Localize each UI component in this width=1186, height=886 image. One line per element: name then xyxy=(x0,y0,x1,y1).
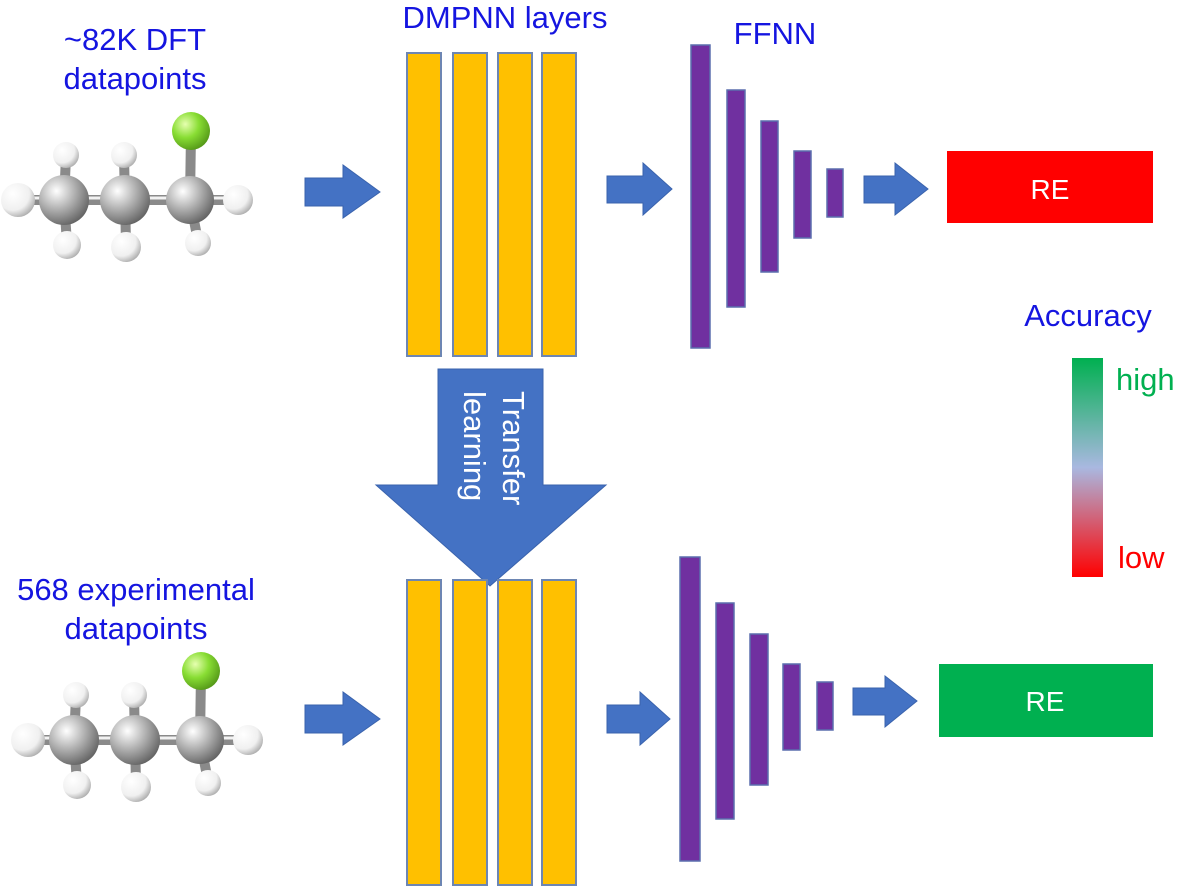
bottom-ffnn-layer-2 xyxy=(715,602,735,820)
bottom-output-box xyxy=(939,664,1153,737)
bottom-ffnn-layers xyxy=(679,556,834,862)
bottom-ffnn-layer-3 xyxy=(749,633,769,786)
transfer-arrow-down-icon xyxy=(374,368,608,587)
bottom-arrow-right-icon-2 xyxy=(606,690,671,747)
transfer-label-line2: learning xyxy=(457,391,492,501)
bottom-dmpnn-layers xyxy=(406,579,577,886)
bottom-dmpnn-layer-2 xyxy=(452,579,488,886)
top-ffnn-layer-1 xyxy=(690,44,711,349)
accuracy-high-label: high xyxy=(1116,362,1175,397)
top-dmpnn-layer-2 xyxy=(452,52,488,357)
bottom-ffnn-layer-1 xyxy=(679,556,701,862)
bottom-ffnn-layer-4 xyxy=(782,663,801,751)
bottom-arrow-right-icon-1 xyxy=(304,691,381,746)
top-ffnn-layers xyxy=(690,44,844,349)
top-input-label-line2: datapoints xyxy=(63,61,207,96)
top-arrow-right-icon-2 xyxy=(606,161,673,217)
bottom-input-label: 568 experimental datapoints xyxy=(0,572,272,647)
ffnn-label: FFNN xyxy=(733,16,817,51)
top-input-label-line1: ~82K DFT xyxy=(63,22,207,57)
bottom-input-label-line1: 568 experimental xyxy=(17,572,255,607)
bottom-arrow-right-icon-3 xyxy=(852,674,918,729)
accuracy-low-label: low xyxy=(1118,540,1165,575)
top-molecule-icon xyxy=(1,112,253,262)
top-dmpnn-layers xyxy=(406,52,577,357)
top-dmpnn-layer-1 xyxy=(406,52,442,357)
accuracy-gradient-bar xyxy=(1072,358,1103,577)
top-input-label: ~82K DFT datapoints xyxy=(20,22,250,97)
top-arrow-right-icon-1 xyxy=(304,164,381,219)
top-ffnn-layer-2 xyxy=(726,89,746,308)
top-output-box xyxy=(947,151,1153,223)
top-ffnn-layer-3 xyxy=(760,120,779,273)
accuracy-title: Accuracy xyxy=(1024,298,1152,333)
bottom-dmpnn-layer-4 xyxy=(541,579,577,886)
bottom-ffnn-layer-5 xyxy=(816,681,834,731)
transfer-label-line1: Transfer xyxy=(496,391,531,505)
dmpnn-label: DMPNN layers xyxy=(402,0,608,35)
top-ffnn-layer-4 xyxy=(793,150,812,239)
top-arrow-right-icon-3 xyxy=(863,161,929,217)
bottom-input-label-line2: datapoints xyxy=(64,611,208,646)
bottom-output-label: RE xyxy=(1026,686,1065,717)
bottom-dmpnn-layer-1 xyxy=(406,579,442,886)
bottom-dmpnn-layer-3 xyxy=(497,579,533,886)
bottom-molecule-icon xyxy=(11,652,263,802)
top-dmpnn-layer-4 xyxy=(541,52,577,357)
top-dmpnn-layer-3 xyxy=(497,52,533,357)
top-ffnn-layer-5 xyxy=(826,168,844,218)
top-output-label: RE xyxy=(1031,174,1070,205)
